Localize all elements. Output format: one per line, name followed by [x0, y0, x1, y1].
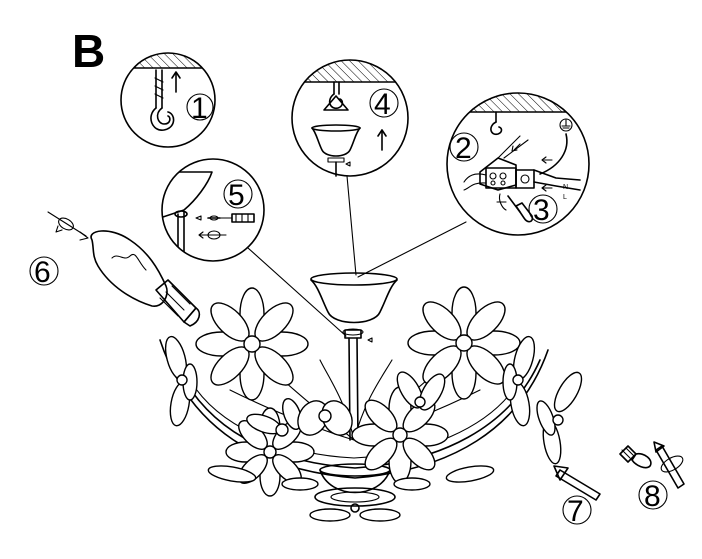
- terminal-block-icon: [479, 157, 535, 191]
- insert-arrow-icon: [553, 465, 601, 501]
- hook-icon: [323, 81, 349, 111]
- detail-circle-wiring: N L 2 3: [446, 92, 590, 236]
- wires-icon: [463, 133, 581, 191]
- arrow-up-icon: [171, 71, 181, 93]
- screw-in-arrow-icon: [47, 211, 89, 241]
- detail-circle-screw: 5: [161, 158, 265, 262]
- flower-inner-left: [246, 398, 302, 437]
- ceiling-hook-icon: [490, 111, 503, 136]
- step-number-8: 8: [644, 480, 661, 513]
- step-number-3: 3: [533, 194, 550, 227]
- flower-center: [351, 386, 449, 484]
- step-number-6: 6: [34, 256, 51, 289]
- flower-inner-right: [396, 371, 446, 411]
- screwdriver-icon: [195, 213, 255, 223]
- flower-top-left: [195, 287, 309, 401]
- candle-bulb: [90, 230, 201, 327]
- step-number-2: 2: [455, 132, 472, 165]
- step-number-7: 7: [567, 495, 584, 528]
- step-number-4: 4: [374, 88, 391, 121]
- ground-symbol-icon: [559, 118, 573, 132]
- wire-label-live: L: [563, 194, 567, 201]
- canopy-icon: [311, 124, 361, 177]
- arrow-up-icon: [377, 129, 387, 151]
- detail-circle-hook: 1: [120, 52, 216, 148]
- step-number-5: 5: [228, 179, 245, 212]
- hook-icon: [150, 69, 175, 131]
- petal-bottom-left: [207, 465, 495, 491]
- screw-in-arrow-icon: [653, 441, 685, 489]
- insert-arrows-icon: [511, 143, 553, 192]
- flower-side-right: [502, 335, 536, 427]
- small-bulb-icon: [619, 445, 652, 469]
- wire-label-neutral: N: [563, 184, 568, 191]
- step-number-1: 1: [191, 92, 208, 125]
- detail-circle-canopy: 4: [291, 59, 409, 177]
- flower-top-right: [407, 286, 521, 400]
- flower-inner-center: [297, 400, 353, 436]
- screwdriver-icon: [496, 193, 534, 223]
- rotate-icon: [198, 230, 227, 240]
- callout-lines: [247, 175, 467, 337]
- flower-side-left: [164, 335, 198, 427]
- flower-outside-right: [536, 371, 583, 465]
- panel-label: B: [72, 25, 105, 77]
